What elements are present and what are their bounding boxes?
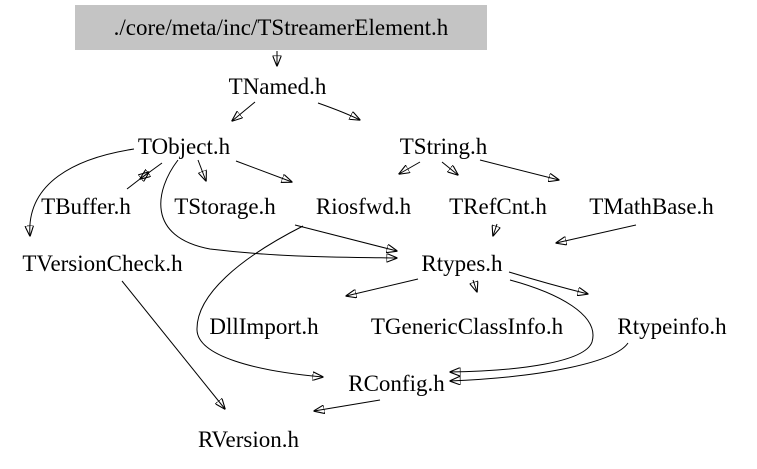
edge-tstring-riosfwd xyxy=(399,161,421,174)
node-riosfwd[interactable]: Riosfwd.h xyxy=(315,194,412,219)
edge-tobject-riosfwd xyxy=(235,160,292,182)
edge-tobject-tstorage xyxy=(197,159,206,181)
edge-tobject-tversioncheck xyxy=(30,148,135,236)
edge-tstorage-rtypes xyxy=(294,224,397,251)
node-rtypes[interactable]: Rtypes.h xyxy=(421,251,503,276)
edge-rtypes-dllimport xyxy=(346,278,419,296)
edge-rconfig-rversion xyxy=(314,399,381,411)
node-tmathbase[interactable]: TMathBase.h xyxy=(589,194,714,219)
node-dllimport[interactable]: DllImport.h xyxy=(209,314,319,339)
edge-rtypes-rconfig xyxy=(450,279,594,372)
edge-tstring-tmathbase xyxy=(479,159,559,180)
node-tstorage[interactable]: TStorage.h xyxy=(174,194,276,219)
edge-tnamed-tstring xyxy=(317,102,360,120)
node-rversion[interactable]: RVersion.h xyxy=(197,427,300,452)
node-rconfig[interactable]: RConfig.h xyxy=(348,371,445,396)
edge-tstring-trefcnt xyxy=(441,161,458,175)
node-tgenericclassinfo[interactable]: TGenericClassInfo.h xyxy=(370,314,564,339)
node-tobject[interactable]: TObject.h xyxy=(137,134,231,159)
node-tnamed[interactable]: TNamed.h xyxy=(228,74,327,99)
edge-tversioncheck-rversion xyxy=(121,280,225,409)
node-tstring[interactable]: TString.h xyxy=(399,134,488,159)
node-rtypeinfo[interactable]: Rtypeinfo.h xyxy=(617,314,727,339)
node-trefcnt[interactable]: TRefCnt.h xyxy=(449,194,547,219)
edge-tmathbase-rtypes xyxy=(556,224,637,243)
edge-tnamed-tobject xyxy=(232,101,256,121)
node-tbuffer[interactable]: TBuffer.h xyxy=(41,194,131,219)
node-tstreamerelement: ./core/meta/inc/TStreamerElement.h xyxy=(75,5,487,50)
edge-rtypes-tgenericclassinfo xyxy=(473,279,477,292)
node-tversioncheck[interactable]: TVersionCheck.h xyxy=(22,251,183,276)
edge-tobject-rtypes xyxy=(160,159,397,258)
edge-rtypeinfo-rconfig xyxy=(450,342,629,381)
edge-trefcnt-rtypes xyxy=(493,223,497,236)
edge-tbuffer-tobject xyxy=(126,172,149,190)
edge-riosfwd-rconfig xyxy=(196,225,323,377)
edge-rtypes-rtypeinfo xyxy=(508,271,588,294)
